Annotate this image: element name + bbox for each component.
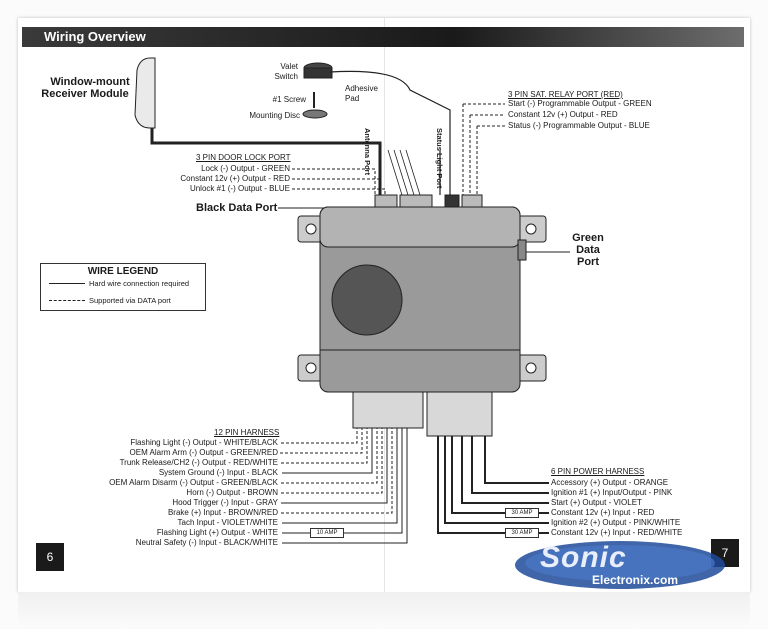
sat-relay-line-1: Start (-) Programmable Output - GREEN: [508, 99, 652, 108]
green-data-label-2: Data: [576, 244, 600, 256]
screw-label: #1 Screw: [272, 95, 306, 104]
black-data-port-label: Black Data Port: [196, 202, 278, 214]
sat-relay-title: 3 PIN SAT. RELAY PORT (RED): [508, 90, 623, 99]
control-module-speaker: [331, 264, 403, 336]
harness-12-line-4: System Ground (-) Input - BLACK: [158, 468, 278, 477]
harness-12-fuse: 10 AMP: [310, 528, 344, 538]
harness-6-fuse-1: 30 AMP: [505, 508, 539, 518]
harness-6-line-3: Start (+) Output - VIOLET: [551, 498, 642, 507]
harness-6-line-2: Ignition #1 (+) Input/Output - PINK: [551, 488, 673, 497]
harness-12-line-11: Neutral Safety (-) Input - BLACK/WHITE: [135, 538, 278, 547]
harness-12-title: 12 PIN HARNESS: [214, 428, 280, 437]
mounting-disc-label: Mounting Disc: [249, 111, 300, 120]
port-connector-4: [461, 194, 483, 208]
antenna-wires: [387, 149, 421, 196]
harness-12-line-10: Flashing Light (+) Output - WHITE: [156, 528, 278, 537]
harness-12-line-3: Trunk Release/CH2 (-) Output - RED/WHITE: [119, 458, 278, 467]
door-lock-line-3: Unlock #1 (-) Output - BLUE: [189, 184, 290, 193]
harness-12-connector: [352, 391, 424, 429]
valet-cable: [329, 70, 451, 195]
status-light-port-label: Status Light Port: [435, 128, 444, 189]
sonic-electronix-logo: Sonic Electronix.com: [510, 535, 740, 595]
sat-relay-line-3: Status (-) Programmable Output - BLUE: [508, 121, 650, 130]
receiver-module-shape: [134, 57, 156, 129]
section-title: Wiring Overview: [44, 29, 146, 44]
logo-sub: Electronix.com: [592, 573, 679, 587]
harness-6-wires: [437, 436, 549, 534]
antenna-port-label: Antenna Port: [363, 128, 372, 176]
green-data-label-3: Port: [577, 256, 599, 268]
door-lock-wire-2: [292, 178, 381, 195]
port-connector-3: [444, 194, 460, 208]
adhesive-label-2: Pad: [345, 94, 360, 103]
harness-6-connector: [426, 391, 493, 437]
harness-6-line-6: Constant 12v (+) Input - RED/WHITE: [551, 528, 683, 537]
port-connector-2: [399, 194, 433, 208]
legend-dashed-line: [49, 300, 85, 301]
control-module-top: [319, 206, 521, 248]
logo-word: Sonic: [540, 541, 627, 574]
door-lock-line-2: Constant 12v (+) Output - RED: [180, 174, 290, 183]
harness-12-line-5: OEM Alarm Disarm (-) Output - GREEN/BLAC…: [109, 478, 278, 487]
sat-relay-line-2: Constant 12v (+) Output - RED: [508, 110, 618, 119]
receiver-label-1: Window-mount: [50, 76, 130, 88]
door-lock-wire-3: [292, 188, 386, 195]
door-lock-line-1: Lock (-) Output - GREEN: [201, 164, 290, 173]
door-lock-title: 3 PIN DOOR LOCK PORT: [196, 153, 291, 162]
harness-12-line-9: Tach Input - VIOLET/WHITE: [177, 518, 278, 527]
port-connector-1: [374, 194, 398, 208]
receiver-label-2: Receiver Module: [41, 88, 129, 100]
legend-solid-line: [49, 283, 85, 284]
harness-12-wires: [280, 428, 408, 544]
legend-hard-wire: Hard wire connection required: [89, 279, 190, 288]
receiver-cable: [150, 128, 382, 195]
green-data-label-1: Green: [572, 232, 604, 244]
harness-6-line-1: Accessory (+) Output - ORANGE: [551, 478, 669, 487]
harness-12-line-7: Hood Trigger (-) Input - GRAY: [172, 498, 278, 507]
harness-12-line-1: Flashing Light (-) Output - WHITE/BLACK: [130, 438, 278, 447]
door-lock-wire-1: [292, 168, 376, 195]
harness-12-line-6: Horn (-) Output - BROWN: [186, 488, 278, 497]
wire-legend: WIRE LEGEND Hard wire connection require…: [40, 263, 206, 311]
harness-12-line-2: OEM Alarm Arm (-) Output - GREEN/RED: [129, 448, 278, 457]
harness-6-line-4: Constant 12v (+) Input - RED: [551, 508, 655, 517]
harness-12-line-8: Brake (+) Input - BROWN/RED: [167, 508, 278, 517]
valet-switch-body: [303, 67, 333, 79]
page-number-left: 6: [36, 543, 64, 571]
valet-label-2: Switch: [274, 72, 298, 81]
harness-6-line-5: Ignition #2 (+) Output - PINK/WHITE: [551, 518, 681, 527]
harness-6-title: 6 PIN POWER HARNESS: [551, 467, 645, 476]
adhesive-label-1: Adhesive: [345, 84, 378, 93]
logo-swoosh: [515, 541, 725, 589]
mounting-disc-shape: [302, 109, 328, 119]
wire-legend-title: WIRE LEGEND: [87, 266, 159, 277]
legend-data-port: Supported via DATA port: [89, 296, 171, 305]
valet-label-1: Valet: [280, 62, 298, 71]
section-header: Wiring Overview: [22, 27, 744, 47]
harness-6-fuse-2: 30 AMP: [505, 528, 539, 538]
page-reflection: [18, 592, 750, 629]
